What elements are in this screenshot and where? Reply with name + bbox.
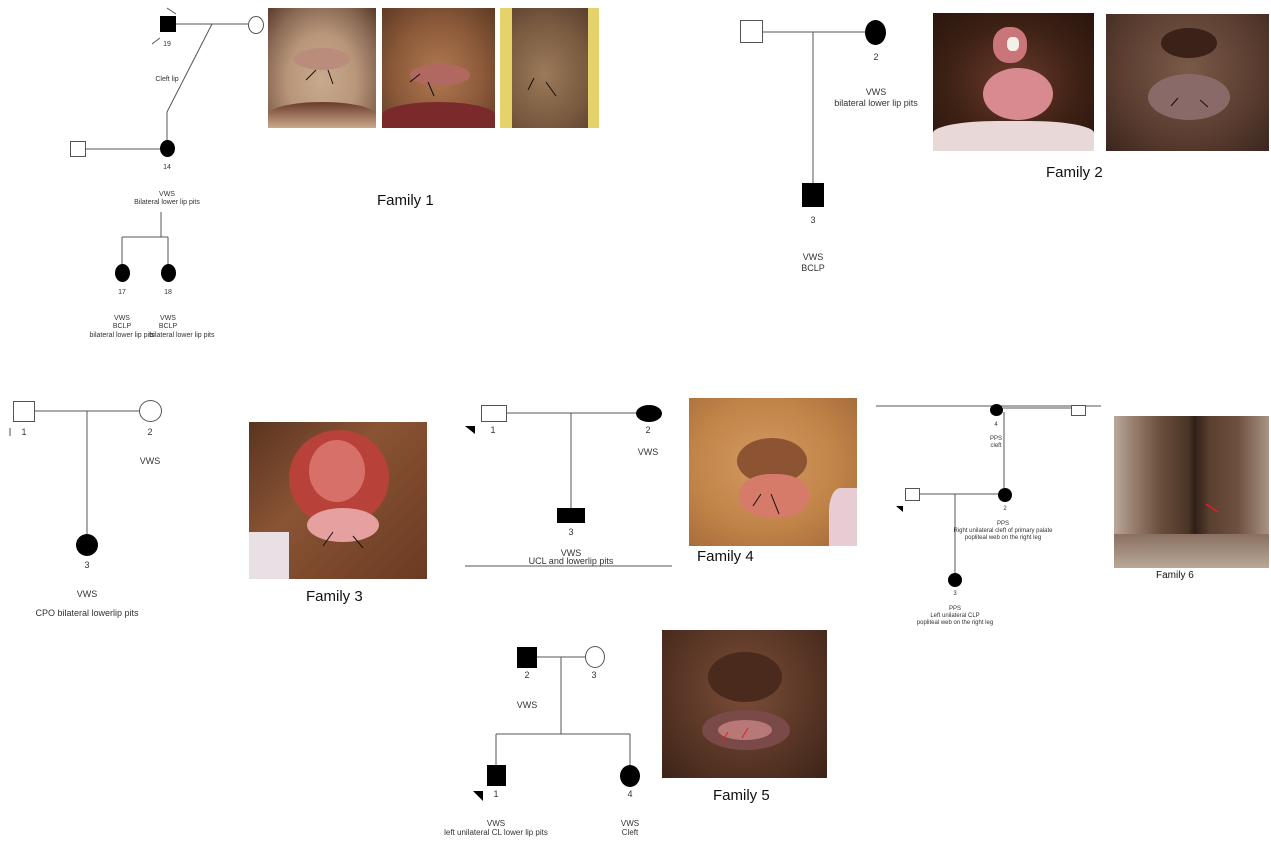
f6-label: Family 6 [1156, 570, 1194, 581]
f6-ind4-number: 4 [994, 421, 997, 429]
f1-photo-2 [382, 8, 495, 128]
f6-ind4-affected-female [990, 404, 1003, 416]
f1-ind17-number: 17 [118, 289, 126, 297]
f1-ind17-affected-female [115, 264, 130, 282]
f6-ind2-note-2: Right unilateral cleft of primary palate [953, 528, 1052, 535]
f6-ind2-affected-female [998, 488, 1012, 502]
f1-cleft-lip-note: Cleft lip [155, 76, 178, 84]
f1-ind17-note-3: bilateral lower lip pits [90, 332, 155, 340]
f1-ind14-affected-female [160, 140, 175, 157]
f5-ind3-number: 3 [591, 671, 596, 679]
f1-ind18-note-1: VWS [160, 315, 176, 323]
f6-ind3-note-3: popliteal web on the right leg [917, 620, 993, 627]
f2-photo-2 [1106, 14, 1269, 151]
f2-ind2-affected-female [865, 20, 886, 45]
f1-ind14-note-2: Bilateral lower lip pits [134, 199, 200, 207]
f1-ind18-number: 18 [164, 289, 172, 297]
f2-label: Family 2 [1046, 164, 1103, 181]
f3-ind1-number: 1 [21, 428, 26, 436]
f5-photo [662, 630, 827, 778]
f2-father-unaffected-male [740, 20, 763, 43]
f4-ind3-affected-male [557, 508, 585, 523]
f4-ind3-number: 3 [568, 528, 573, 536]
f1-ind19-number: 19 [163, 41, 171, 49]
f5-ind1-number: 1 [493, 790, 498, 798]
f3-label: Family 3 [306, 588, 363, 605]
f6-ind4-spouse-male [1071, 405, 1086, 416]
f5-ind1-affected-male [487, 765, 506, 786]
f1-ind14-spouse-male [70, 141, 86, 157]
f2-photo-1 [933, 13, 1094, 151]
f2-ind3-affected-male [802, 183, 824, 207]
f1-ind19-spouse-female [248, 16, 264, 34]
f5-ind2-number: 2 [524, 671, 529, 679]
f1-ind17-note-2: BCLP [113, 323, 131, 331]
f6-ind3-affected-female [948, 573, 962, 587]
f3-ind3-affected-female [76, 534, 98, 556]
f6-ind3-note-1: PPS [949, 606, 961, 613]
proband-arrow-f5 [473, 791, 483, 801]
f3-ind3-number: 3 [84, 561, 89, 569]
f3-ind3-note-1: VWS [77, 589, 98, 599]
f1-ind17-note-1: VWS [114, 315, 130, 323]
f1-ind18-note-3: bilateral lower lip pits [150, 332, 215, 340]
f1-ind18-affected-female [161, 264, 176, 282]
f1-ind18-note-2: BCLP [159, 323, 177, 331]
f5-ind4-affected-female [620, 765, 640, 787]
proband-arrow-f4 [465, 426, 475, 434]
f6-ind4-note-1: PPS [990, 436, 1002, 443]
f1-ind14-number: 14 [163, 164, 171, 172]
f4-ind3-note-2: UCL and lowerlip pits [529, 556, 614, 566]
f1-photo-3 [500, 8, 599, 128]
proband-arrow-f6 [896, 506, 903, 512]
f5-parents-note: VWS [517, 700, 538, 710]
f6-ind2-note-1: PPS [997, 521, 1009, 528]
f6-ind2-spouse-male [905, 488, 920, 501]
f5-label: Family 5 [713, 787, 770, 804]
f4-ind2-note: VWS [638, 447, 659, 457]
f6-ind3-note-2: Left unilateral CLP [930, 613, 979, 620]
f4-ind2-number: 2 [645, 426, 650, 434]
f5-ind4-number: 4 [627, 790, 632, 798]
f6-ind2-number: 2 [1003, 505, 1006, 513]
f3-ind2-note: VWS [140, 456, 161, 466]
f2-ind3-note-1: VWS [803, 252, 824, 262]
f5-ind4-note-2: Cleft [622, 829, 638, 837]
f5-ind1-note-1: VWS [487, 820, 505, 828]
f1-ind14-note-1: VWS [159, 191, 175, 199]
f3-ind2-number: 2 [147, 428, 152, 436]
f2-ind3-number: 3 [810, 216, 815, 224]
f1-label: Family 1 [377, 192, 434, 209]
f4-ind1-number: 1 [490, 426, 495, 434]
f6-ind2-note-3: popliteal web on the right leg [965, 535, 1041, 542]
f5-ind1-note-2: left unilateral CL lower lip pits [444, 829, 548, 837]
f4-ind2-affected-female [636, 405, 662, 422]
f3-photo [249, 422, 427, 579]
f2-ind2-note-1: VWS [866, 87, 887, 97]
f2-ind2-note-2: bilateral lower lip pits [834, 98, 918, 108]
f3-ind1-unaffected-male [13, 401, 35, 422]
f4-photo [689, 398, 857, 546]
f6-ind4-note-2: cleft [990, 443, 1001, 450]
f6-photo [1114, 416, 1269, 568]
f5-ind2-affected-male [517, 647, 537, 668]
f3-ind2-unaffected-female [139, 400, 162, 422]
f2-ind3-note-2: BCLP [801, 263, 825, 273]
f5-ind4-note-1: VWS [621, 820, 639, 828]
f4-ind1-unaffected-male [481, 405, 507, 422]
f1-photo-1 [268, 8, 376, 128]
f4-label: Family 4 [697, 548, 754, 565]
f5-ind3-unaffected-female [585, 646, 605, 668]
f6-ind3-number: 3 [953, 590, 956, 598]
f2-ind2-number: 2 [873, 53, 878, 61]
f1-ind19-affected-male [160, 16, 176, 32]
f3-ind3-note-2: CPO bilateral lowerlip pits [35, 608, 138, 618]
